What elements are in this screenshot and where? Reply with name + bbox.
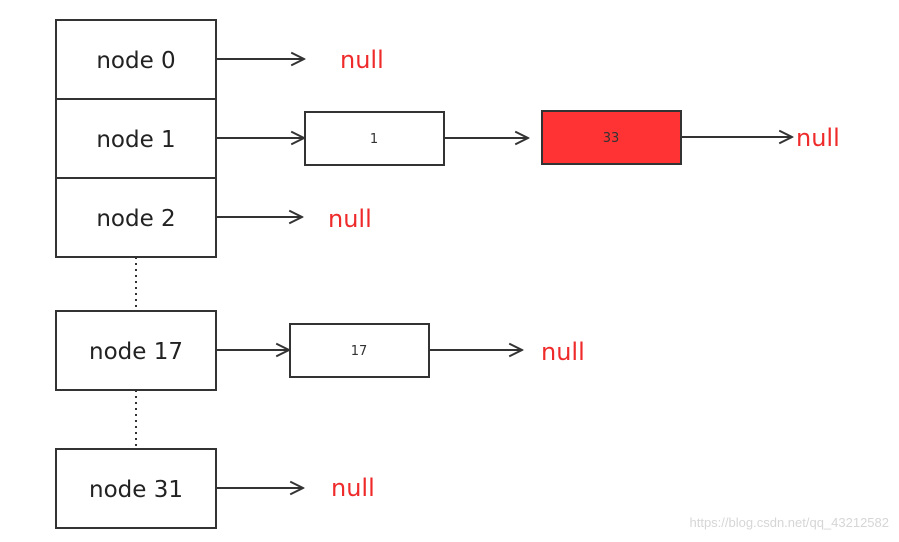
null-label: null [541,338,585,366]
null-label: null [328,205,372,233]
bucket-31: node 31 [55,448,217,529]
list-node-1: 1 [304,111,445,166]
watermark: https://blog.csdn.net/qq_43212582 [689,515,890,530]
null-label: null [340,46,384,74]
list-node-17: 17 [289,323,430,378]
bucket-0: node 0 [55,19,217,100]
null-label: null [331,474,375,502]
list-node-1-value: 1 [370,132,378,147]
bucket-1: node 1 [55,98,217,179]
bucket-31-label: node 31 [89,477,183,503]
bucket-1-label: node 1 [96,127,175,153]
list-node-33-value: 33 [603,131,620,146]
bucket-2-label: node 2 [96,206,175,232]
bucket-17: node 17 [55,310,217,391]
null-label: null [796,124,840,152]
bucket-2: node 2 [55,177,217,258]
bucket-0-label: node 0 [96,48,175,74]
list-node-33-highlighted: 33 [541,110,682,165]
list-node-17-value: 17 [351,344,368,359]
bucket-17-label: node 17 [89,339,183,365]
